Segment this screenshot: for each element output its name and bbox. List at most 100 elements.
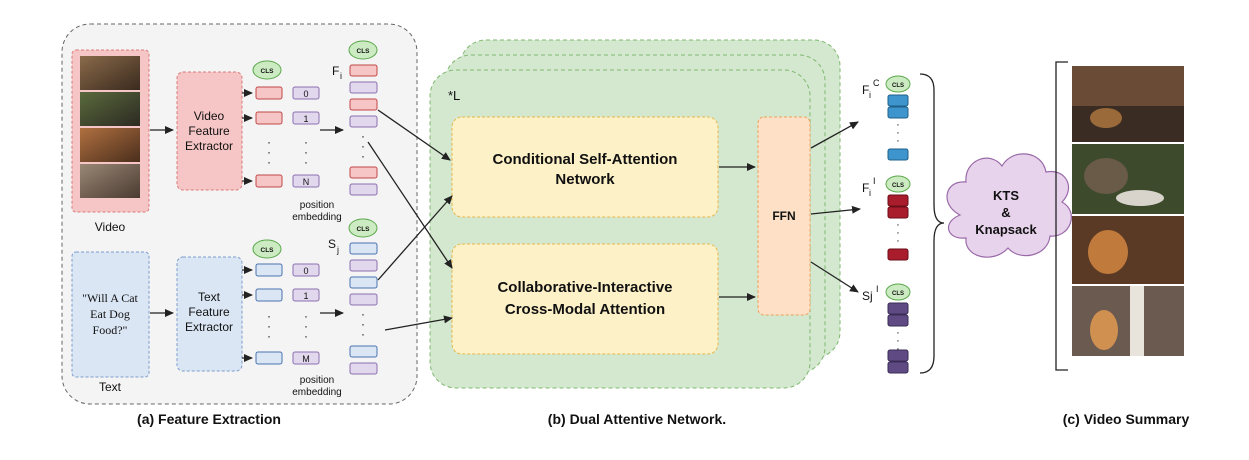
fii-superscript: I (873, 176, 876, 186)
svg-text:·: · (896, 235, 900, 247)
cls-token (252, 239, 282, 259)
cls-token (348, 218, 378, 238)
feature-extraction-caption: (a) Feature Extraction (137, 411, 281, 427)
sji-label: Sj (862, 289, 873, 303)
sj-column: CLS · · · (348, 218, 378, 375)
svg-text:·: · (361, 307, 365, 321)
feature-extraction-panel (61, 23, 418, 405)
cls-token (348, 40, 378, 60)
dual-attentive-caption: (b) Dual Attentive Network. (548, 411, 726, 427)
collaborative-label: Cross-Modal Attention (505, 301, 665, 318)
fi-subscript: i (340, 71, 342, 81)
text-token (255, 351, 283, 365)
ffn-label: FFN (772, 209, 795, 223)
svg-text:·: · (896, 227, 900, 239)
svg-text:·: · (267, 135, 271, 149)
position-index: 1 (303, 114, 308, 124)
cat-shape (1084, 158, 1128, 194)
svg-text:·: · (267, 145, 271, 159)
text-position-embeddings: 0 1 · · · M (292, 263, 320, 365)
video-summary-caption: (c) Video Summary (1063, 411, 1190, 427)
position-index: N (303, 177, 310, 187)
fic-superscript: C (873, 78, 880, 88)
collaborative-interactive-block (451, 243, 719, 355)
svg-text:·: · (361, 317, 365, 331)
svg-text:·: · (896, 327, 900, 339)
video-label: Video (95, 220, 126, 234)
arrow (377, 109, 451, 161)
sj-label: S (328, 237, 336, 251)
cls-label: CLS (261, 247, 275, 254)
position-embedding-label: embedding (292, 387, 341, 398)
sj-subscript: j (336, 245, 339, 255)
kts-label: Knapsack (975, 222, 1037, 237)
video-frame (80, 128, 140, 162)
query-line: "Will A Cat (82, 291, 138, 305)
video-extractor-label: Feature (188, 124, 230, 138)
svg-text:·: · (896, 343, 900, 355)
cls-token (252, 60, 282, 80)
video-token (255, 174, 283, 188)
fic-subscript: i (869, 90, 871, 100)
cls-label: CLS (357, 48, 371, 55)
text-feature-extractor (176, 256, 243, 372)
cat-shape (1090, 108, 1122, 128)
arrow (377, 195, 453, 281)
video-frame (80, 92, 140, 126)
svg-text:·: · (304, 309, 308, 323)
output-brace (919, 73, 945, 374)
arrow (810, 121, 859, 149)
svg-text:·: · (896, 135, 900, 147)
cls-token (885, 175, 911, 193)
conditional-label: Conditional Self-Attention (493, 151, 678, 168)
video-extractor-label: Extractor (185, 139, 233, 153)
fii-label: F (862, 181, 869, 195)
arrow (810, 205, 861, 215)
video-token (255, 111, 283, 125)
svg-text:·: · (361, 129, 365, 143)
video-feature-extractor (176, 71, 243, 191)
fii-subscript: i (869, 188, 871, 198)
position-index: M (302, 354, 310, 364)
arrow (810, 261, 859, 293)
text-token-column: CLS · · · (242, 239, 283, 365)
repeat-label: *L (448, 88, 460, 103)
conditional-label: Network (555, 171, 615, 188)
summary-frame (1072, 286, 1184, 356)
door-shape (1130, 286, 1144, 356)
text-extractor-label: Extractor (185, 320, 233, 334)
text-token (255, 263, 283, 277)
conditional-self-attention-block (451, 116, 719, 218)
svg-text:·: · (896, 219, 900, 231)
svg-text:·: · (896, 335, 900, 347)
text-label: Text (99, 380, 122, 394)
svg-text:·: · (896, 119, 900, 131)
position-embedding-label: embedding (292, 212, 341, 223)
svg-text:·: · (896, 127, 900, 139)
sji-column: CLS · · · (885, 283, 911, 374)
svg-text:·: · (304, 135, 308, 149)
summary-frame (1072, 66, 1184, 106)
video-position-embeddings: 0 1 · · · N (292, 86, 320, 188)
arrow (384, 315, 453, 331)
svg-text:·: · (304, 319, 308, 333)
summary-bracket (1055, 61, 1068, 371)
cls-token (885, 283, 911, 301)
position-index: 0 (303, 89, 308, 99)
position-index: 0 (303, 266, 308, 276)
video-token (255, 86, 283, 100)
position-embedding-label: position (300, 375, 334, 386)
fii-column: CLS · · · (885, 175, 911, 261)
sji-superscript: I (876, 284, 879, 294)
cat-shape (1090, 310, 1118, 350)
ffn-block (757, 116, 811, 316)
svg-text:·: · (267, 309, 271, 323)
position-index: 1 (303, 291, 308, 301)
kts-cloud (946, 153, 1072, 258)
fic-column: CLS · · · (885, 75, 911, 161)
arrow (367, 141, 453, 269)
svg-text:·: · (361, 139, 365, 153)
svg-text:·: · (304, 329, 308, 343)
summary-frames (1072, 66, 1184, 356)
